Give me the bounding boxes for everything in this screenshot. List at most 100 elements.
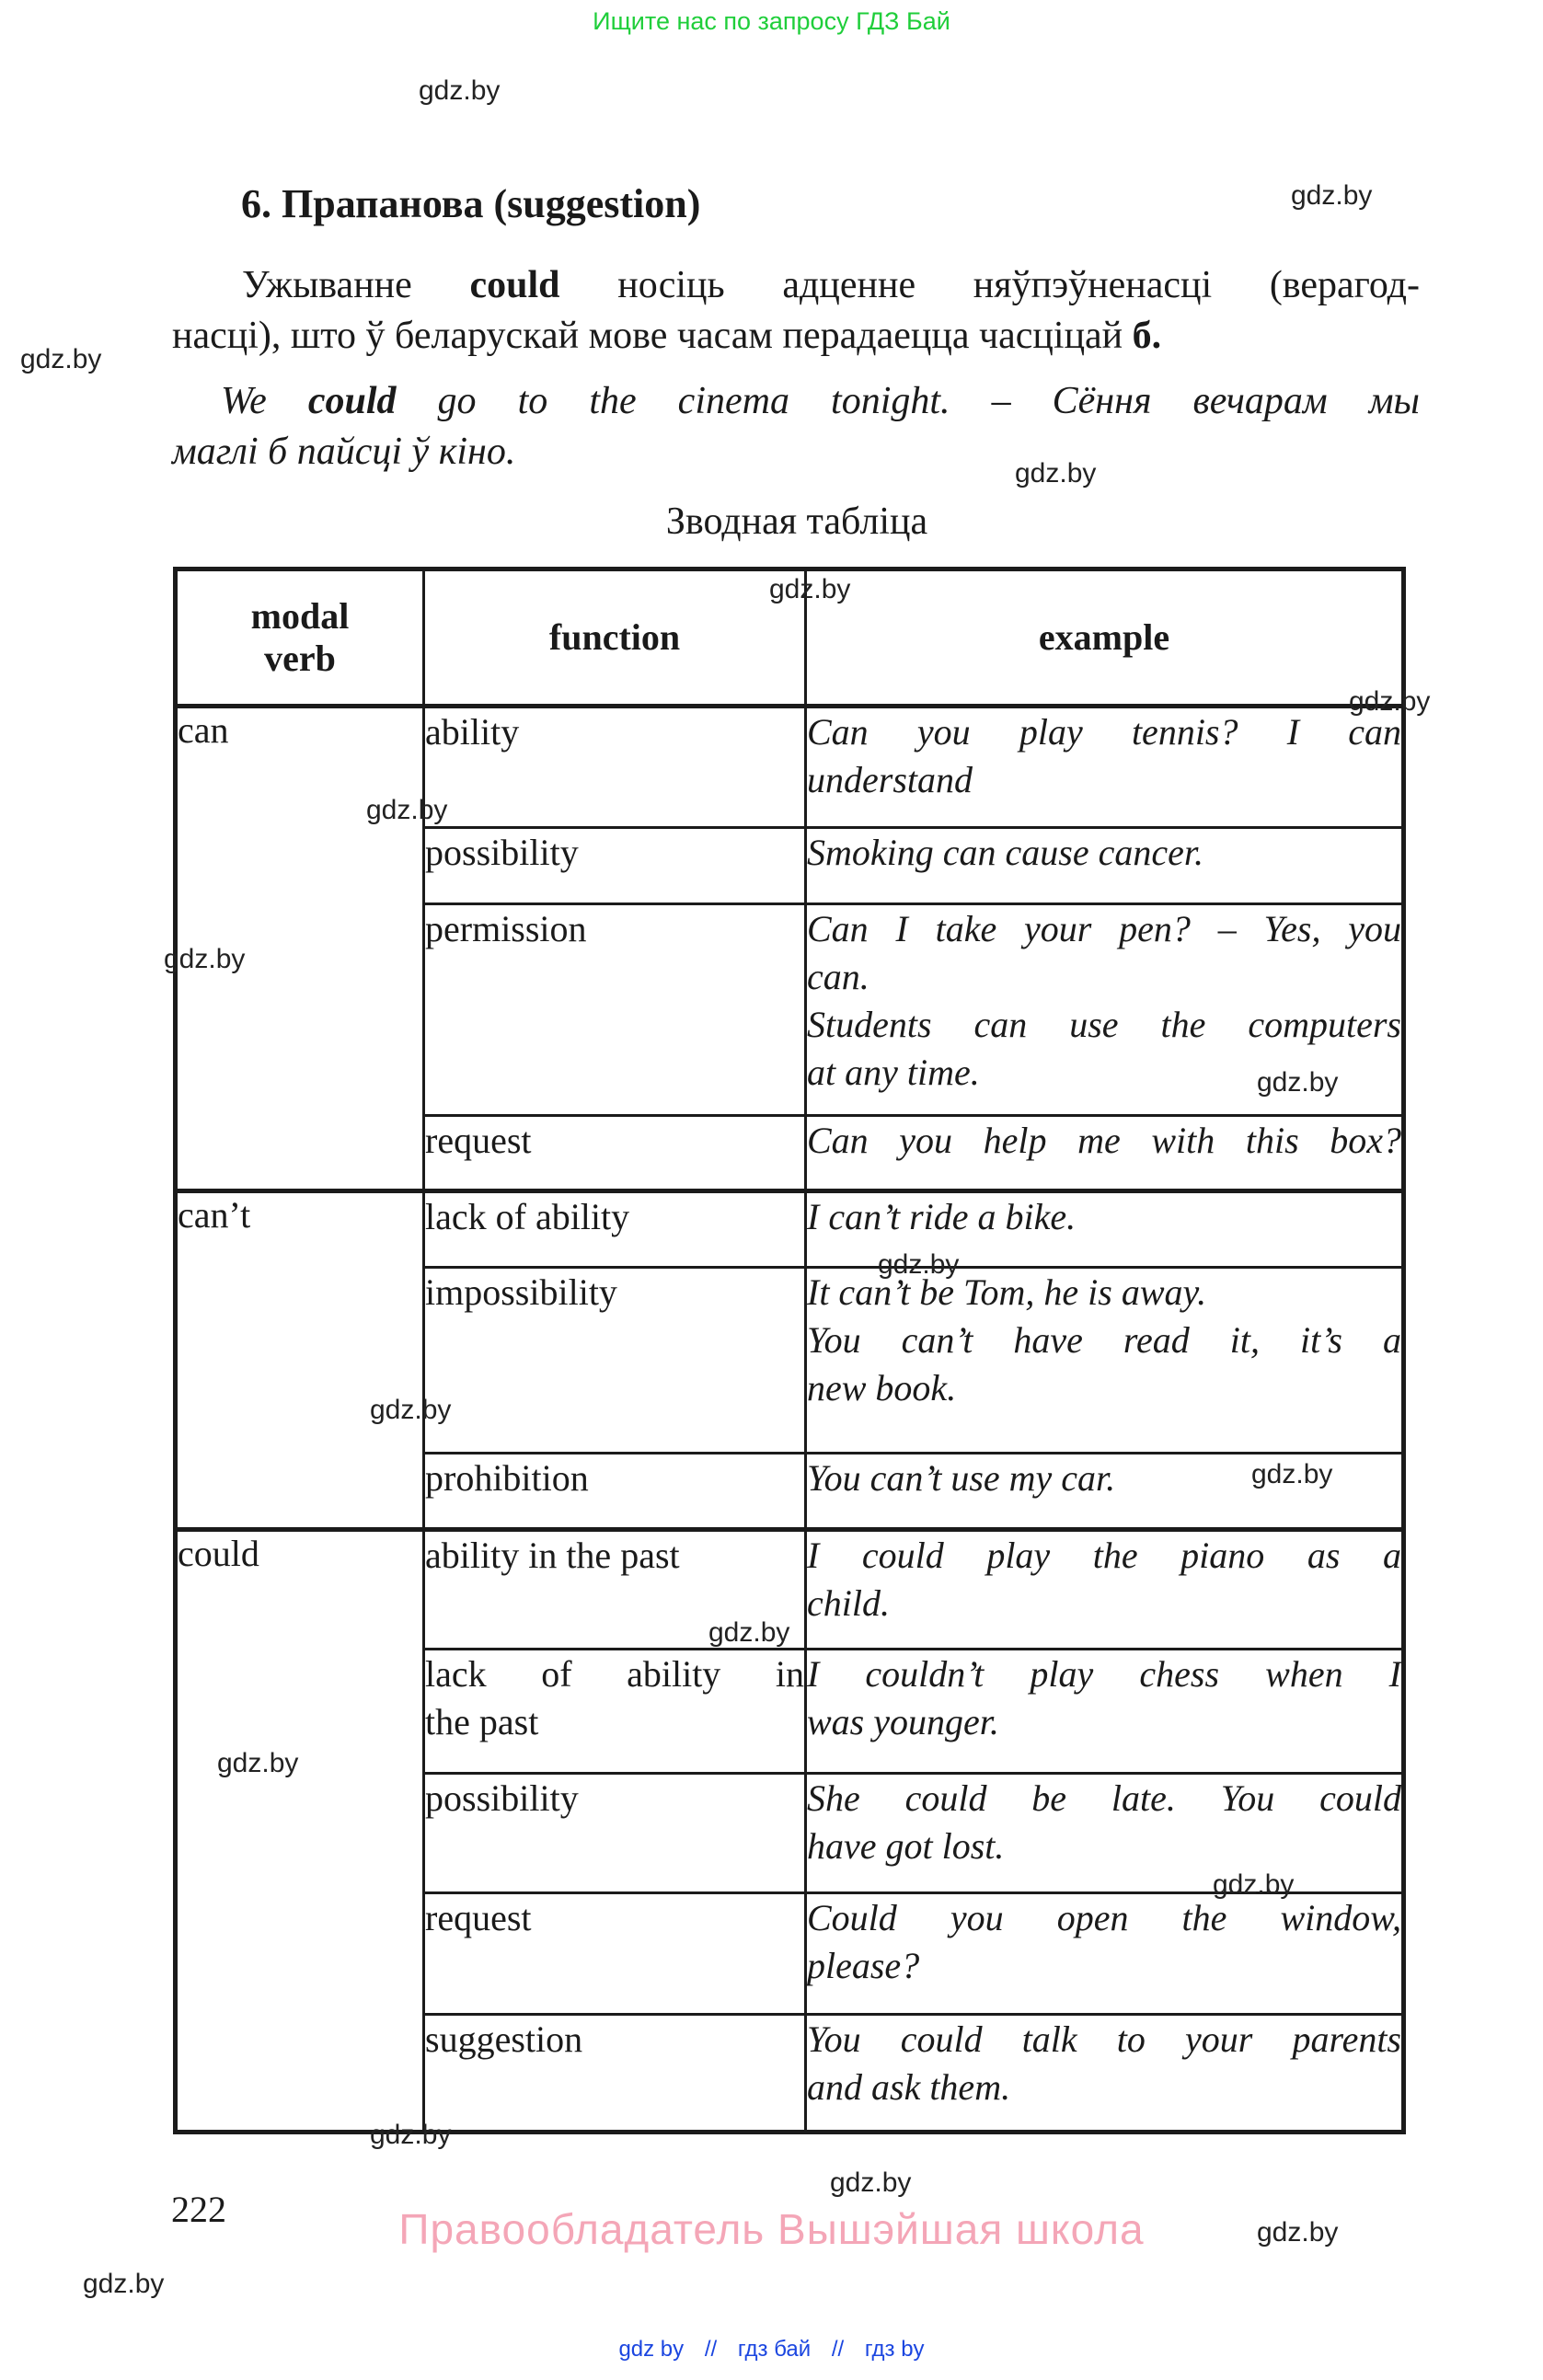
gdz-watermark: gdz.by — [1291, 180, 1373, 211]
function-cell: possibility — [422, 1772, 807, 1894]
example-cell: Can I take your pen? – Yes, you can. Stu… — [804, 903, 1405, 1117]
example-line: It can’t be Tom, he is away. — [807, 1271, 1207, 1313]
example-line: I could play the piano as a — [807, 1535, 1401, 1576]
example-text: We — [221, 380, 308, 422]
example-cell: You could talk to your parents and ask t… — [804, 2013, 1405, 2133]
function-cell: lack of ability — [422, 1189, 807, 1269]
gdz-watermark: gdz.by — [830, 2167, 912, 2198]
example-line: You can’t have read it, it’s a — [807, 1319, 1401, 1361]
intro-paragraph-line-1: Ужыванне could носіць адценне няўпэўнена… — [172, 260, 1420, 311]
gdz-watermark: gdz.by — [370, 1395, 452, 1425]
intro-text: носіць адценне няўпэўненасці (верагод- — [559, 264, 1420, 306]
example-line: have got lost. — [807, 1825, 1005, 1867]
header-line: modal — [250, 595, 350, 637]
example-sentence-line-2: маглі б пайсці ў кіно. — [172, 431, 516, 473]
example-line: at any time. — [807, 1052, 980, 1093]
modal-verb-cell: can — [174, 705, 425, 1192]
table-title: Зводная табліца — [665, 500, 928, 543]
section-heading: 6. Прапанова (suggestion) — [241, 181, 701, 226]
function-cell: impossibility — [422, 1266, 807, 1454]
intro-bold-word: б. — [1132, 315, 1162, 357]
function-cell: possibility — [422, 826, 807, 905]
example-cell: I could play the piano as a child. — [804, 1527, 1405, 1650]
example-line: please? — [807, 1945, 920, 1986]
example-line: I couldn’t play chess when I — [807, 1653, 1401, 1695]
example-cell: You can’t use my car. — [804, 1452, 1405, 1531]
example-line: Students can use the computers — [807, 1004, 1401, 1045]
gdz-watermark: gdz.by — [769, 574, 851, 604]
gdz-watermark: gdz.by — [164, 944, 246, 974]
function-line: lack of ability in — [425, 1653, 804, 1695]
function-cell: ability — [422, 705, 807, 829]
example-cell: It can’t be Tom, he is away. You can’t h… — [804, 1266, 1405, 1454]
modal-verb-cell: could — [174, 1527, 425, 2133]
example-cell: Can you play tennis? I can understand — [804, 705, 1405, 829]
example-cell: Can you help me with this box? — [804, 1114, 1405, 1192]
example-header: example — [804, 568, 1405, 708]
promo-banner: Ищите нас по запросу ГДЗ Бай — [593, 7, 950, 35]
gdz-watermark: gdz.by — [1251, 1459, 1333, 1489]
header-line: verb — [264, 638, 336, 679]
intro-text: Ужыванне — [242, 264, 470, 306]
footer-link[interactable]: gdz by — [618, 2337, 685, 2362]
gdz-watermark: gdz.by — [20, 344, 102, 374]
intro-paragraph-line-2: насці), што ў беларускай мове часам пера… — [172, 311, 1420, 362]
gdz-watermark: gdz.by — [708, 1617, 790, 1648]
function-cell: ability in the past — [422, 1527, 807, 1650]
gdz-watermark: gdz.by — [366, 795, 448, 825]
function-cell: request — [422, 1891, 807, 2016]
example-line: You could talk to your parents — [807, 2018, 1401, 2060]
example-line: new book. — [807, 1367, 957, 1408]
function-header: function — [422, 568, 807, 708]
function-cell: request — [422, 1114, 807, 1192]
footer-link[interactable]: гдз by — [864, 2337, 925, 2362]
example-line: and ask them. — [807, 2066, 1011, 2108]
example-line: Could you open the window, — [807, 1897, 1401, 1938]
example-cell: Smoking can cause cancer. — [804, 826, 1405, 905]
example-sentence-line-1: We could go to the cinema tonight. – Сён… — [172, 376, 1420, 427]
example-line: Can you play tennis? I can — [807, 711, 1401, 753]
gdz-watermark: gdz.by — [1015, 458, 1097, 489]
footer-link[interactable]: гдз бай — [737, 2337, 812, 2362]
summary-table: modal verb function example can ability … — [173, 567, 1406, 2134]
example-line: I can’t ride a bike. — [807, 1196, 1077, 1237]
example-line: understand — [807, 759, 973, 800]
example-line: Smoking can cause cancer. — [807, 832, 1203, 873]
function-cell: lack of ability in the past — [422, 1648, 807, 1775]
link-separator: // — [704, 2337, 718, 2362]
example-line: You can’t use my car. — [807, 1457, 1116, 1499]
function-cell: permission — [422, 903, 807, 1117]
link-separator: // — [831, 2337, 845, 2362]
example-cell: Could you open the window, please? — [804, 1891, 1405, 2016]
example-line: Can you help me with this box? — [807, 1120, 1401, 1161]
example-line: She could be late. You could — [807, 1777, 1401, 1819]
gdz-watermark: gdz.by — [1257, 1067, 1339, 1098]
intro-bold-word: could — [469, 264, 560, 306]
intro-text: насці), што ў беларускай мове часам пера… — [172, 315, 1133, 357]
example-line: was younger. — [807, 1701, 999, 1742]
gdz-watermark: gdz.by — [878, 1249, 960, 1280]
gdz-watermark: gdz.by — [1349, 686, 1431, 717]
function-cell: prohibition — [422, 1452, 807, 1531]
gdz-watermark: gdz.by — [370, 2120, 452, 2150]
example-line: child. — [807, 1582, 890, 1624]
example-cell: She could be late. You could have got lo… — [804, 1772, 1405, 1894]
example-bold-word: could — [307, 380, 397, 422]
example-text: go to the cinema tonight. – Сёння вечара… — [396, 380, 1420, 422]
function-line: the past — [425, 1701, 539, 1742]
example-cell: I couldn’t play chess when I was younger… — [804, 1648, 1405, 1775]
gdz-watermark: gdz.by — [1257, 2217, 1339, 2248]
gdz-watermark: gdz.by — [1213, 1869, 1295, 1900]
copyright-notice: Правообладатель Вышэйшая школа — [398, 2205, 1145, 2253]
gdz-watermark: gdz.by — [419, 75, 501, 106]
page-number: 222 — [171, 2189, 226, 2230]
function-cell: suggestion — [422, 2013, 807, 2133]
modal-verb-header: modal verb — [174, 568, 425, 708]
gdz-watermark: gdz.by — [217, 1748, 299, 1778]
example-cell: I can’t ride a bike. — [804, 1189, 1405, 1269]
example-line: Can I take your pen? – Yes, you — [807, 908, 1401, 949]
gdz-watermark: gdz.by — [83, 2269, 165, 2299]
footer-links: gdz by // гдз бай // гдз by — [0, 2337, 1543, 2363]
modal-verb-cell: can’t — [174, 1189, 425, 1531]
